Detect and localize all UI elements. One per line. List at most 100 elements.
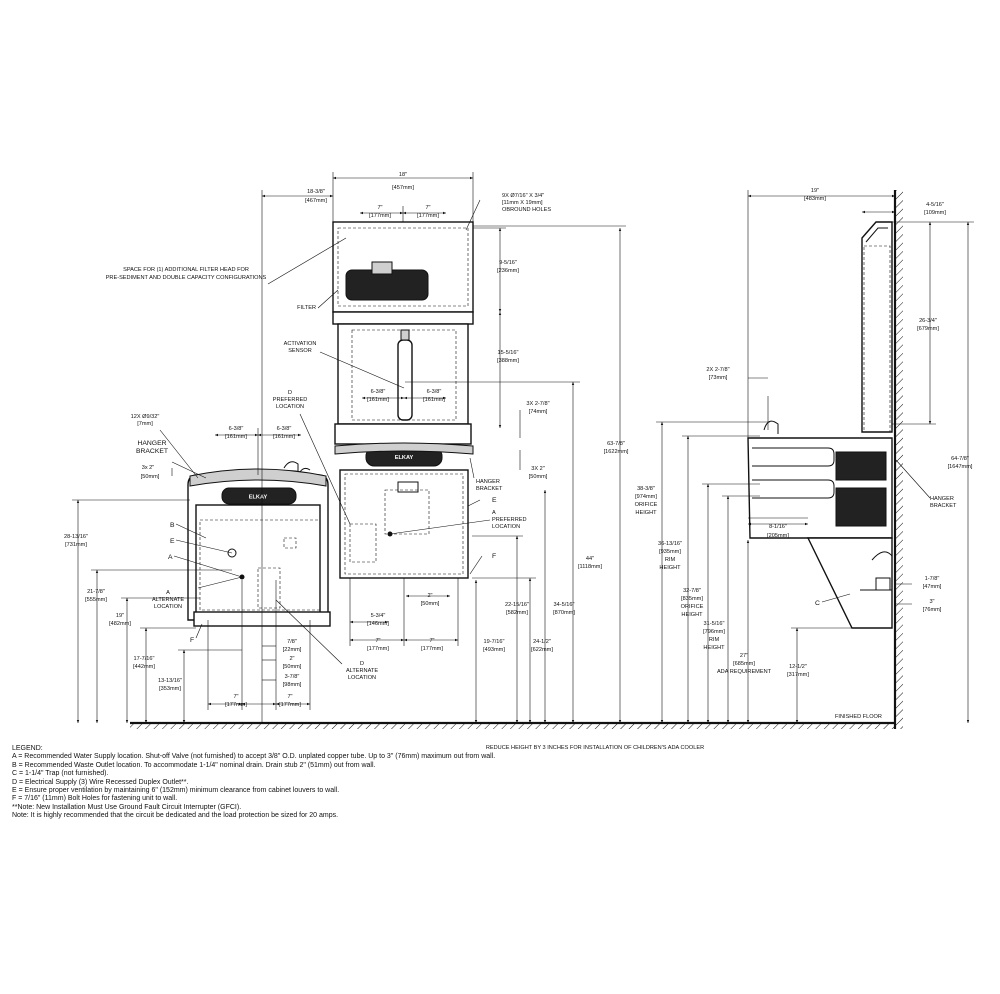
dim-44-mm: [1118mm] (578, 564, 602, 570)
d-preferred-label-line3: LOCATION (276, 404, 304, 410)
dim-15-5-16-in: 15-5/16" (498, 350, 519, 356)
twelve-x-holes-line2: [7mm] (137, 421, 153, 427)
nine-x-holes-line1: 9X Ø7/16" X 3/4" (502, 193, 544, 199)
dim-28-13-16-mm: [731mm] (65, 542, 87, 548)
legend-item: B = Recommended Waste Outlet location. T… (12, 761, 376, 769)
dim-7f-in: 7" (429, 638, 434, 644)
legend-item: D = Electrical Supply (3) Wire Recessed … (12, 778, 189, 786)
dim-15-5-16-mm: [388mm] (497, 358, 519, 364)
dim-3-7-8-in: 3-7/8" (285, 674, 300, 680)
middle-cooler-brand: ELKAY (395, 455, 414, 461)
dim-64-7-8-in: 64-7/8" (951, 456, 969, 462)
dim-31-5-16-note1: RIM (709, 637, 720, 643)
dim-34-5-16-in: 34-5/16" (554, 602, 575, 608)
dimension-lines (72, 172, 974, 723)
dim-13-13-16-mm: [353mm] (159, 686, 181, 692)
dim-38-3-8-note1: ORIFICE (635, 502, 658, 508)
dim-7c-mm: [177mm] (225, 702, 247, 708)
activation-sensor-label-line2: SENSOR (288, 348, 312, 354)
a-alternate-label-line2: ALTERNATE (152, 597, 184, 603)
dim-36-13-16-mm: [935mm] (659, 549, 681, 555)
dim-28-13-16-in: 28-13/16" (64, 534, 88, 540)
side-view-unit (747, 221, 893, 629)
d-preferred-label-line1: D (288, 390, 292, 396)
left-cooler-brand: ELKAY (249, 495, 268, 501)
dim-7b-mm: [177mm] (417, 213, 439, 219)
legend-item: E = Ensure proper ventilation by maintai… (12, 787, 340, 795)
dim-26-3-4-mm: [679mm] (917, 326, 939, 332)
dim-38-3-8-in: 38-3/8" (637, 486, 655, 492)
middle-unit-front-view: ELKAY (332, 221, 474, 579)
a-preferred-label-line3: LOCATION (492, 524, 520, 530)
dim-3-7-8-mm: [98mm] (283, 682, 302, 688)
dim-1-7-8-mm: [47mm] (923, 584, 942, 590)
nine-x-holes-line2: [11mm X 19mm] (502, 200, 543, 206)
dim-9-5-16-in: 9-5/16" (499, 260, 517, 266)
filter-space-note-line2: PRE-SEDIMENT AND DOUBLE CAPACITY CONFIGU… (106, 275, 267, 281)
dim-6-3-8a-in: 6-3/8" (229, 426, 244, 432)
dim-18-3-8-in: 18-3/8" (307, 189, 325, 195)
dim-31-5-16-mm: [796mm] (703, 629, 725, 635)
legend-title: LEGEND: (12, 745, 43, 752)
dim-27-in: 27" (740, 653, 748, 659)
hanger-bracket-right-line2: BRACKET (930, 503, 957, 509)
dim-7b-in: 7" (425, 205, 430, 211)
dim-12-1-2-in: 12-1/2" (789, 664, 807, 670)
dim-38-3-8-note2: HEIGHT (635, 510, 657, 516)
dim-24-1-2-in: 24-1/2" (533, 639, 551, 645)
legend-item: C = 1-1/4" Trap (not furnished). (12, 770, 109, 778)
dim-63-7-8-mm: [1622mm] (604, 449, 629, 455)
letter-a-left: A (168, 554, 173, 561)
dim-17-7-16-mm: [442mm] (133, 664, 155, 670)
dim-7-8-in: 7/8" (287, 639, 297, 645)
legend-item: Note: It is highly recommended that the … (12, 812, 339, 820)
hanger-bracket-mid-line1: HANGER (476, 479, 500, 485)
twelve-x-holes-line1: 12X Ø9/32" (131, 414, 160, 420)
reduce-height-note: REDUCE HEIGHT BY 3 INCHES FOR INSTALLATI… (486, 745, 704, 751)
a-alternate-label-line3: LOCATION (154, 604, 182, 610)
dim-5-3-4-in: 5-3/4" (371, 613, 386, 619)
dim-7d-mm: [177mm] (279, 702, 301, 708)
legend-item: A = Recommended Water Supply location. S… (12, 753, 496, 761)
dim-22-15-16-in: 22-15/16" (505, 602, 529, 608)
a-alternate-label-line1: A (166, 590, 170, 596)
dim-2-left-in: 2" (289, 656, 294, 662)
legend-item: **Note: New Installation Must Use Ground… (12, 803, 242, 811)
dim-38-3-8-mm: [974mm] (635, 494, 657, 500)
dim-6-3-8c-mm: [161mm] (367, 397, 389, 403)
letter-f-left: F (190, 637, 194, 644)
hanger-bracket-right-line1: HANGER (930, 496, 954, 502)
dim-4-5-16-in: 4-5/16" (926, 202, 944, 208)
dim-12-1-2-mm: [317mm] (787, 672, 809, 678)
dim-2-mid-mm: [50mm] (421, 601, 440, 607)
dim-7a-in: 7" (377, 205, 382, 211)
a-preferred-label-line2: PREFERRED (492, 517, 527, 523)
dim-26-3-4-in: 26-3/4" (919, 318, 937, 324)
dim-19-7-16-mm: [493mm] (483, 647, 505, 653)
activation-sensor-label-line1: ACTIVATION (284, 341, 317, 347)
dim-6-3-8d-in: 6-3/8" (427, 389, 442, 395)
dim-31-5-16-note2: HEIGHT (703, 645, 725, 651)
dim-3x-2-left-mm: [50mm] (141, 474, 160, 480)
dim-44-in: 44" (586, 556, 594, 562)
dim-3-in: 3" (929, 599, 934, 605)
dim-19-side-in: 19" (811, 188, 819, 194)
dim-31-5-16-in: 31-5/16" (704, 621, 725, 627)
dim-32-7-8-mm: [835mm] (681, 596, 703, 602)
dim-19-mm: [482mm] (109, 621, 131, 627)
dim-3x-2-7-8-mm: [74mm] (529, 409, 548, 415)
letter-f-mid: F (492, 553, 496, 560)
dim-27-mm: [685mm] (733, 661, 755, 667)
dimension-labels: 18" [457mm] 18-3/8" [467mm] 7" [177mm] 7… (64, 172, 973, 708)
dim-22-15-16-mm: [582mm] (506, 610, 528, 616)
dim-3x-2-left-in: 3x 2" (142, 465, 155, 471)
d-alternate-label-line2: ALTERNATE (346, 668, 378, 674)
filter-space-note-line1: SPACE FOR (1) ADDITIONAL FILTER HEAD FOR (123, 267, 249, 273)
dim-3x-2-mid-in: 3X 2" (531, 466, 545, 472)
dim-8-1-16-in: 8-1/16" (769, 524, 787, 530)
dim-2-left-mm: [50mm] (283, 664, 302, 670)
dim-18-in: 18" (399, 172, 407, 178)
dim-7-8-mm: [22mm] (283, 647, 302, 653)
hanger-bracket-mid-line2: BRACKET (476, 486, 503, 492)
